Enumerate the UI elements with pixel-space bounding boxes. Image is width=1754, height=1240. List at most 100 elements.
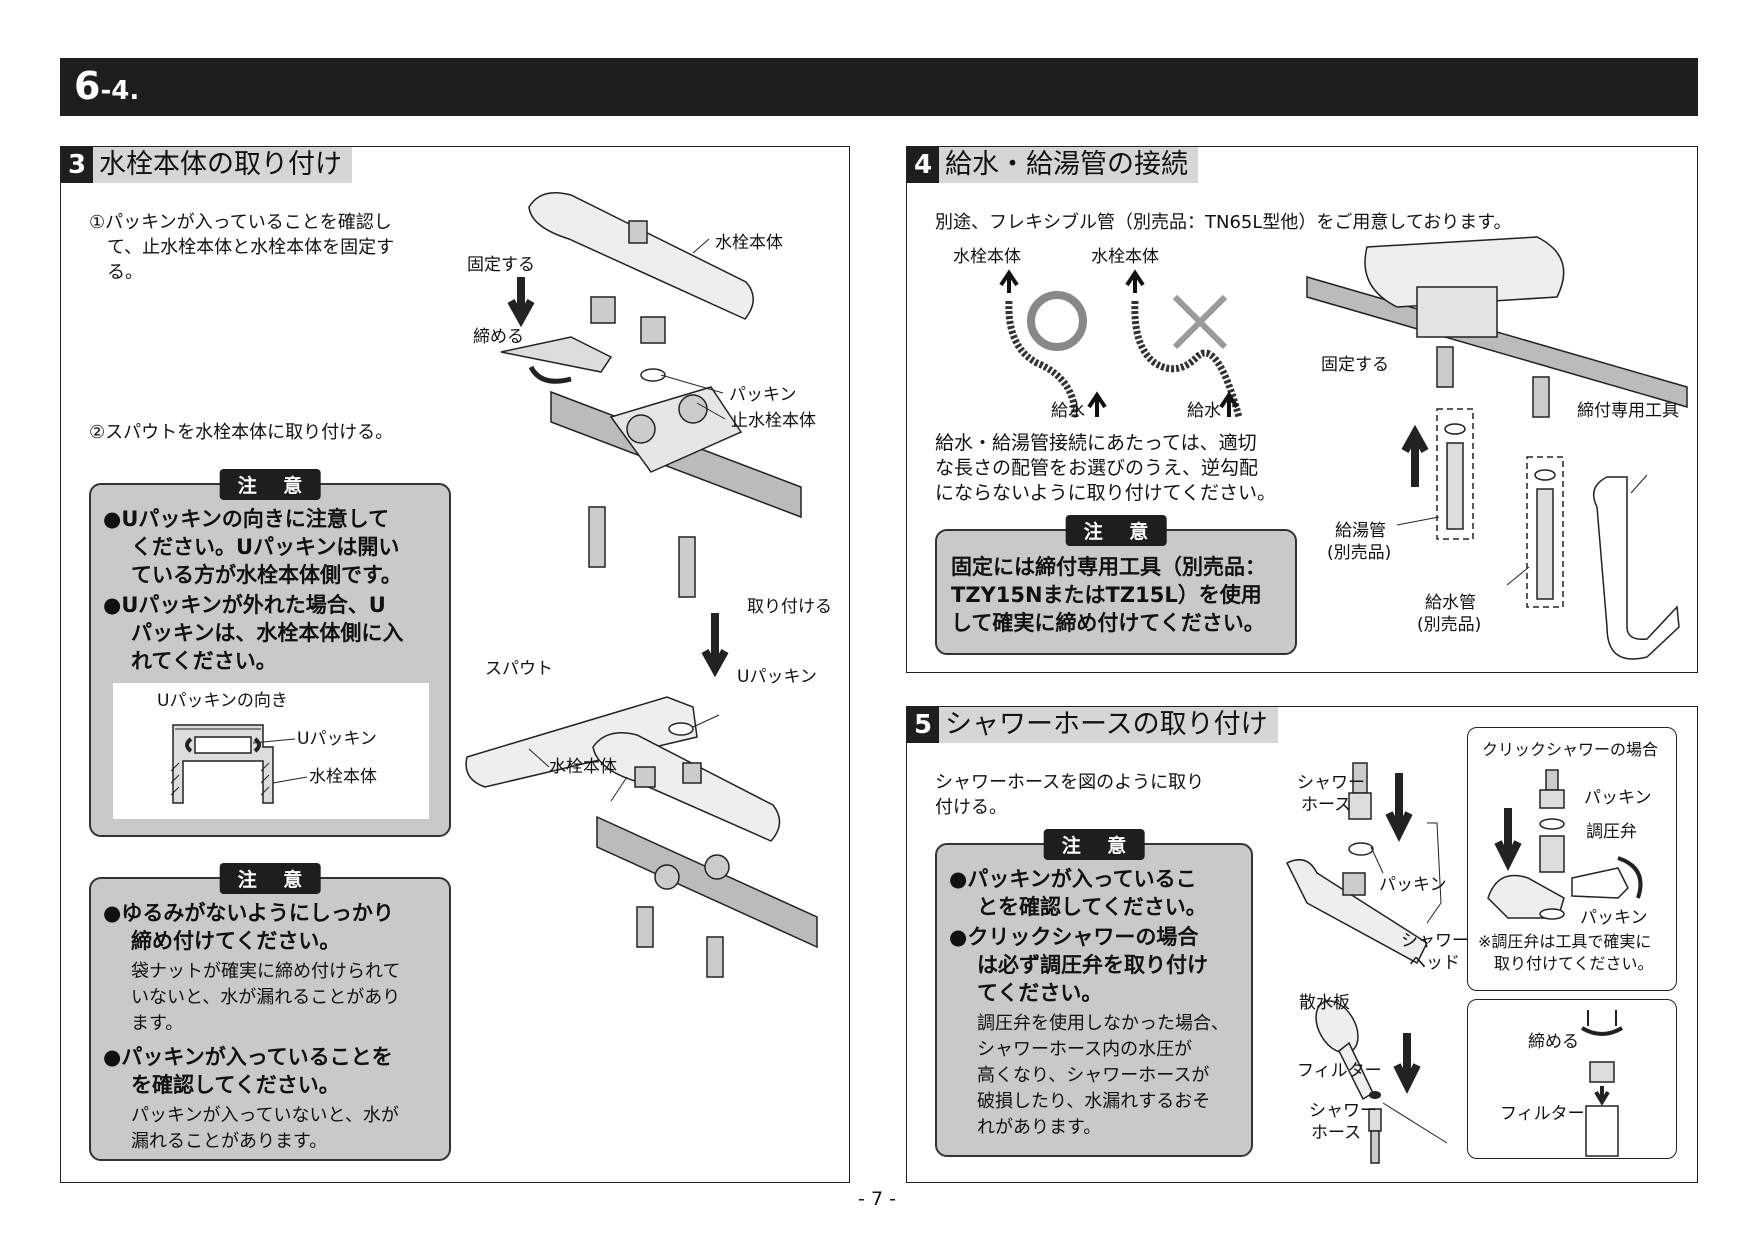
label-ng-faucet-body: 水栓本体 <box>1091 247 1159 267</box>
caution-line: ●クリックシャワーの場合 <box>949 925 1199 949</box>
caution-line: ている方が水栓本体側です。 <box>131 563 402 587</box>
section-4-title: 4 給水・給湯管の接続 <box>907 147 1198 183</box>
label-tighten: 締める <box>473 327 524 347</box>
caution-line: TZY15NまたはTZ15L）を使用 <box>951 583 1262 607</box>
label-tighten: 締める <box>1528 1032 1579 1052</box>
label-stop-valve-body: 止水栓本体 <box>731 411 816 431</box>
label-ok-faucet-body: 水栓本体 <box>953 247 1021 267</box>
caution-detail: 漏れることがあります。 <box>131 1131 328 1152</box>
filter-inset: 締める フィルター <box>1467 999 1677 1159</box>
caution-badge: 注 意 <box>1043 829 1145 860</box>
spout-mounting-illustration <box>465 613 818 978</box>
label-filter: フィルター <box>1297 1061 1382 1081</box>
caution-line: して確実に締め付けてください。 <box>951 611 1265 635</box>
label-click-packing-1: パッキン <box>1584 788 1652 808</box>
caution-detail: 袋ナットが確実に締め付けられて <box>131 961 401 982</box>
caution-line: てください。 <box>977 981 1103 1005</box>
panel-section-4: 4 給水・給湯管の接続 別途、フレキシブル管（別売品：TN65L型他）をご用意し… <box>906 146 1698 673</box>
section-number: 6-4. <box>74 64 140 108</box>
label-shower-hose: ホース <box>1301 795 1352 815</box>
faucet-body-mounting-illustration <box>500 192 802 598</box>
section-5-intro: 付ける。 <box>935 797 1007 818</box>
caution-line: 締め付けてください。 <box>131 929 341 953</box>
flexible-pipe-ok-ng-diagram <box>999 269 1243 418</box>
click-shower-inset: クリックシャワーの場合 パッキン 調圧弁 パッキン ※調圧弁は工具で確実に 取り… <box>1467 727 1677 991</box>
caution-line: ●パッキンが入っていることを <box>103 1045 393 1069</box>
caution-detail: ます。 <box>131 1013 184 1034</box>
filter-diagram <box>1580 1010 1624 1157</box>
caution-box-tool: 注 意 固定には締付専用工具（別売品： TZY15NまたはTZ15L）を使用 し… <box>935 515 1297 655</box>
shower-hose-illustration <box>1285 762 1448 1164</box>
caution-detail: 破損したり、水漏れするおそ <box>977 1091 1211 1112</box>
caution-detail: いないと、水が漏れることがあり <box>131 987 401 1008</box>
caution-line: パッキンは、水栓本体側に入 <box>131 621 404 645</box>
caution-line: れてください。 <box>131 649 277 673</box>
caution-box-tightening: 注 意 ●ゆるみがないようにしっかり 締め付けてください。 袋ナットが確実に締め… <box>89 863 451 1161</box>
section-4-intro: 別途、フレキシブル管（別売品：TN65L型他）をご用意しております。 <box>935 212 1512 233</box>
label-hot-pipe: 給湯管 <box>1335 521 1386 541</box>
u-packing-orientation-inset: Uパッキンの向き Uパッキン 水栓本体 <box>113 683 429 819</box>
label-packing: パッキン <box>1379 875 1447 895</box>
caution-badge: 注 意 <box>219 469 321 500</box>
step-2-text: ②スパウトを水栓本体に取り付ける。 <box>89 422 394 443</box>
label-click-packing-2: パッキン <box>1580 908 1648 928</box>
label-attach: 取り付ける <box>747 597 832 617</box>
caution-detail: パッキンが入っていないと、水が <box>131 1105 399 1126</box>
inset-label-u-packing: Uパッキン <box>297 729 377 749</box>
label-packing: パッキン <box>729 385 797 405</box>
section-3-heading: 水栓本体の取り付け <box>99 149 342 180</box>
step-1-line-3: る。 <box>107 262 143 283</box>
panel-section-3: 3 水栓本体の取り付け ①パッキンが入っていることを確認し て、止水栓本体と水栓… <box>60 146 850 1183</box>
label-shower-hose-2: シャワー <box>1309 1101 1377 1121</box>
ng-cross-icon <box>1172 294 1228 350</box>
label-shower-hose-2: ホース <box>1311 1123 1362 1143</box>
section-4-body: にならないように取り付けてください。 <box>935 482 1277 504</box>
caution-line: 固定には締付専用工具（別売品： <box>951 555 1266 579</box>
caution-line: は必ず調圧弁を取り付け <box>977 953 1208 977</box>
label-ng-supply: 給水 <box>1187 401 1221 421</box>
label-fix: 固定する <box>1321 355 1389 375</box>
label-faucet-body-2: 水栓本体 <box>549 757 617 777</box>
click-shower-title: クリックシャワーの場合 <box>1482 740 1659 759</box>
label-shower-head: シャワー <box>1401 931 1469 951</box>
page-number: - 7 - <box>858 1188 896 1210</box>
inset-label-faucet-body: 水栓本体 <box>309 767 377 787</box>
section-3-number: 3 <box>61 147 93 183</box>
section-4-body: な長さの配管をお選びのうえ、逆勾配 <box>935 457 1259 479</box>
label-faucet-body: 水栓本体 <box>715 233 783 253</box>
caution-line: を確認してください。 <box>131 1073 340 1097</box>
caution-detail: 高くなり、シャワーホースが <box>977 1065 1210 1086</box>
inset-title: Uパッキンの向き <box>157 691 288 711</box>
label-fix: 固定する <box>467 255 535 275</box>
section-4-body: 給水・給湯管接続にあたっては、適切 <box>935 432 1257 454</box>
caution-line: ●Uパッキンが外れた場合、U <box>103 593 386 617</box>
caution-line: とを確認してください。 <box>977 895 1207 919</box>
step-1-line-1: ①パッキンが入っていることを確認し <box>89 212 392 233</box>
section-5-title: 5 シャワーホースの取り付け <box>907 707 1278 743</box>
label-hot-pipe-sold-separately: (別売品) <box>1327 543 1392 563</box>
label-cold-pipe-sold-separately: (別売品) <box>1417 615 1482 635</box>
caution-line: ください。Uパッキンは開い <box>131 535 400 559</box>
panel-section-5: 5 シャワーホースの取り付け シャワーホースを図のように取り 付ける。 注 意 … <box>906 706 1698 1183</box>
caution-detail: 調圧弁を使用しなかった場合、 <box>977 1013 1229 1034</box>
caution-badge: 注 意 <box>219 863 321 894</box>
step-1-line-2: て、止水栓本体と水栓本体を固定す <box>107 237 395 258</box>
section-5-number: 5 <box>907 707 939 743</box>
label-u-packing: Uパッキン <box>737 667 817 687</box>
label-cold-pipe: 給水管 <box>1425 593 1476 613</box>
label-shower-hose: シャワー <box>1297 773 1365 793</box>
caution-line: ●ゆるみがないようにしっかり <box>103 901 394 925</box>
u-packing-section-diagram <box>170 724 308 804</box>
pipe-connection-illustration <box>1306 236 1688 660</box>
section-4-number: 4 <box>907 147 939 183</box>
label-pressure-valve: 調圧弁 <box>1586 822 1637 842</box>
click-note: ※調圧弁は工具で確実に <box>1478 932 1652 951</box>
section-3-title: 3 水栓本体の取り付け <box>61 147 352 183</box>
click-note: 取り付けてください。 <box>1494 954 1654 973</box>
label-shower-head: ヘッド <box>1409 953 1460 973</box>
label-ok-supply: 給水 <box>1051 401 1085 421</box>
section-5-heading: シャワーホースの取り付け <box>945 709 1268 740</box>
label-spray-plate: 散水板 <box>1299 993 1350 1013</box>
section-5-intro: シャワーホースを図のように取り <box>935 772 1205 793</box>
caution-badge: 注 意 <box>1065 515 1167 546</box>
